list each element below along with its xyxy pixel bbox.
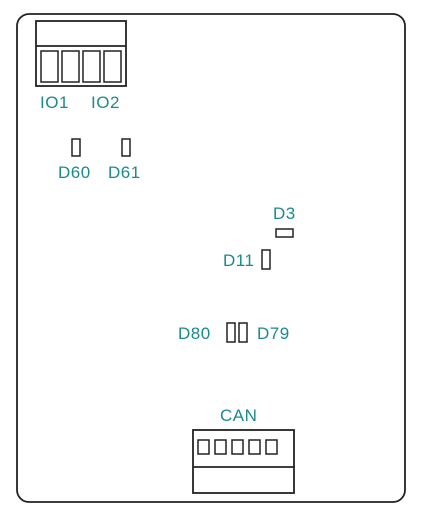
label-d60: D60 bbox=[58, 163, 91, 182]
led-d79 bbox=[238, 322, 248, 343]
label-d80: D80 bbox=[178, 324, 211, 343]
board-outline bbox=[16, 13, 406, 503]
led-d3 bbox=[275, 228, 294, 238]
led-d61 bbox=[121, 138, 131, 157]
label-d79: D79 bbox=[257, 324, 290, 343]
can-connector bbox=[192, 429, 295, 494]
led-d60 bbox=[71, 138, 81, 157]
label-io2: IO2 bbox=[91, 93, 120, 112]
label-d11: D11 bbox=[223, 251, 254, 270]
label-can: CAN bbox=[220, 406, 257, 425]
io-connector bbox=[35, 20, 127, 87]
led-d80 bbox=[226, 322, 236, 343]
label-io1: IO1 bbox=[40, 93, 69, 112]
led-d11 bbox=[261, 249, 271, 270]
label-d61: D61 bbox=[108, 163, 141, 182]
label-d3: D3 bbox=[273, 204, 296, 223]
